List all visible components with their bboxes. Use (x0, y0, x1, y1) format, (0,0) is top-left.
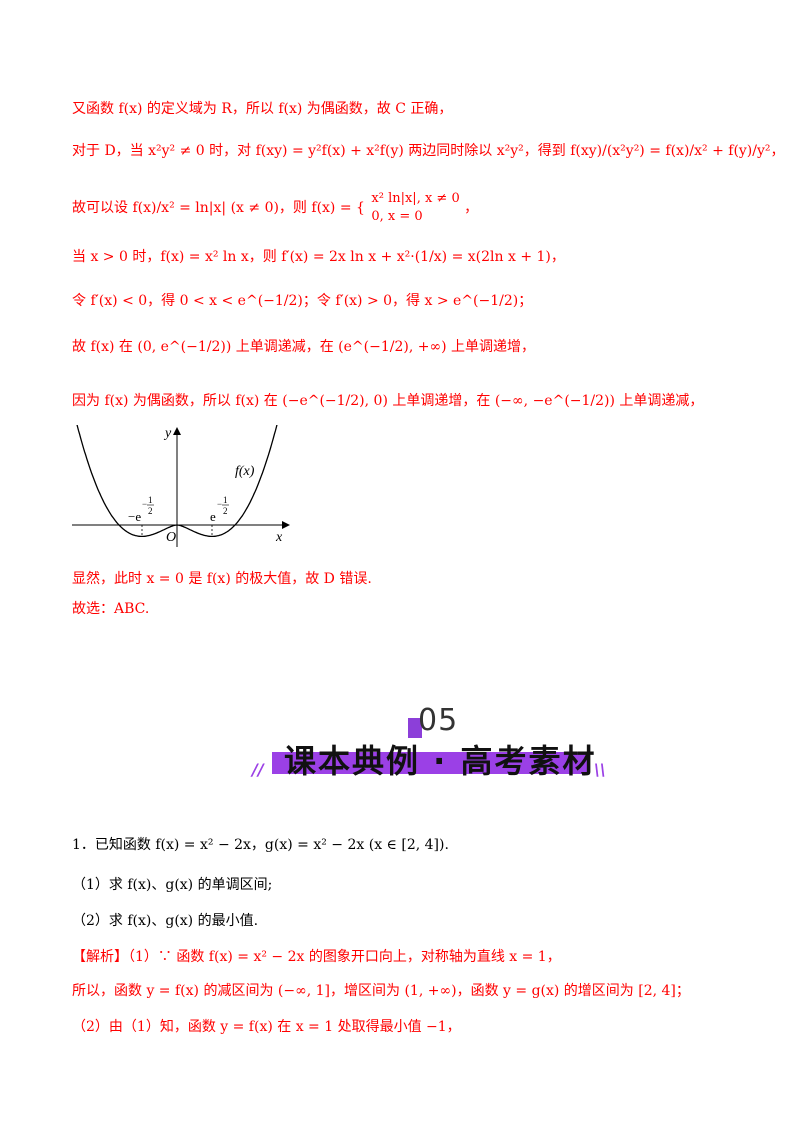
left-min-exp-minus: − (142, 499, 147, 509)
problem-stem: 1．已知函数 f(x) = x² − 2x，g(x) = x² − 2x (x … (72, 837, 449, 853)
origin-label: O (166, 530, 176, 545)
solution-line-6: 故 f(x) 在 (0, e^(−1/2)) 上单调递减，在 (e^(−1/2)… (72, 339, 536, 355)
curve-label: f(x) (235, 464, 255, 479)
section-number: 05 (418, 703, 459, 738)
analysis-line-2: 所以，函数 y = f(x) 的减区间为 (−∞, 1]，增区间为 (1, +∞… (72, 983, 690, 999)
solution-line-9: 故选：ABC. (72, 601, 150, 617)
y-axis-label: y (163, 426, 172, 441)
solution-line-2: 对于 D，当 x²y² ≠ 0 时，对 f(xy) = y²f(x) + x²f… (72, 143, 785, 159)
piecewise-cases: x² ln|x|, x ≠ 0 0, x = 0 (371, 190, 459, 226)
solution-line-3: 故可以设 f(x)/x² = ln|x| (x ≠ 0)，则 f(x) = { … (72, 190, 478, 226)
section-title: 课本典例 · 高考素材 (284, 742, 597, 780)
curve-path (76, 425, 278, 538)
right-min-exp-num: 1 (223, 495, 228, 505)
piecewise-case-2: 0, x = 0 (371, 209, 423, 224)
analysis-line-3: （2）由（1）知，函数 y = f(x) 在 x = 1 处取得最小值 −1， (72, 1019, 461, 1035)
solution-line-7: 因为 f(x) 为偶函数，所以 f(x) 在 (−e^(−1/2), 0) 上单… (72, 393, 704, 409)
right-slash-decoration: \\ (594, 760, 606, 779)
left-min-label: −e (128, 509, 141, 524)
solution-line-8: 显然，此时 x = 0 是 f(x) 的极大值，故 D 错误. (72, 571, 372, 587)
x-axis-label: x (275, 530, 283, 545)
right-min-label: e (210, 509, 216, 524)
problem-question-2: （2）求 f(x)、g(x) 的最小值. (72, 913, 259, 929)
solution-line-3-end: ， (464, 200, 479, 216)
function-graph: y x O f(x) −e − 1 2 e − 1 2 (72, 425, 290, 547)
left-min-exp-num: 1 (148, 495, 153, 505)
solution-line-4: 当 x > 0 时，f(x) = x² ln x，则 f′(x) = 2x ln… (72, 249, 565, 265)
section-number-accent (408, 718, 422, 738)
analysis-line-1: 【解析】（1）∵ 函数 f(x) = x² − 2x 的图象开口向上，对称轴为直… (72, 946, 561, 966)
analysis-line-1-text: （1）∵ 函数 f(x) = x² − 2x 的图象开口向上，对称轴为直线 x … (128, 949, 561, 965)
right-min-exp-den: 2 (223, 506, 228, 516)
solution-line-1: 又函数 f(x) 的定义域为 R，所以 f(x) 为偶函数，故 C 正确， (72, 101, 453, 117)
section-title-bar (272, 752, 590, 774)
left-min-exp-den: 2 (148, 506, 153, 516)
problem-question-1: （1）求 f(x)、g(x) 的单调区间; (72, 877, 273, 893)
solution-line-5: 令 f′(x) < 0，得 0 < x < e^(−1/2)；令 f′(x) >… (72, 293, 533, 309)
analysis-tag: 【解析】 (72, 949, 128, 965)
left-slash-decoration: // (252, 760, 264, 779)
right-min-exp-minus: − (217, 499, 222, 509)
solution-line-3-text: 故可以设 f(x)/x² = ln|x| (x ≠ 0)，则 f(x) = { (72, 200, 365, 216)
piecewise-case-1: x² ln|x|, x ≠ 0 (371, 191, 460, 206)
